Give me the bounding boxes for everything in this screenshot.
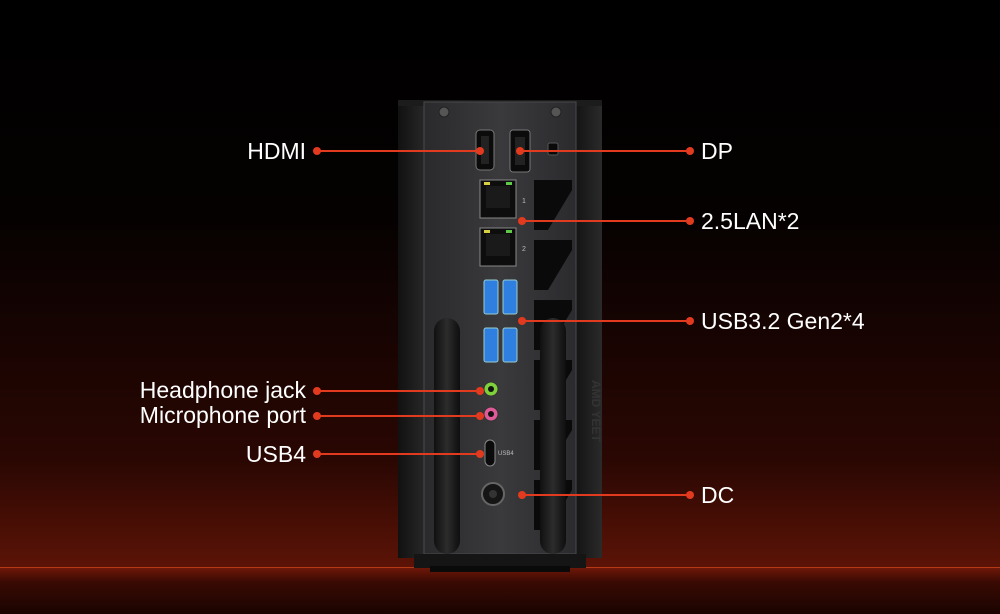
lock-slot-icon: [547, 142, 559, 156]
usb4-callout-dot: [313, 450, 321, 458]
lan-port-2-icon: [479, 227, 517, 267]
lan-label: 2.5LAN*2: [701, 208, 800, 234]
lan-target-dot: [518, 217, 526, 225]
dc-callout-dot: [686, 491, 694, 499]
lan-callout-dot: [686, 217, 694, 225]
usb4-target-dot: [476, 450, 484, 458]
hdmi-callout-line: [317, 150, 480, 152]
headphone-target-dot: [476, 387, 484, 395]
hdmi-callout-dot: [313, 147, 321, 155]
dc-target-dot: [518, 491, 526, 499]
hdmi-port-icon: [475, 129, 495, 171]
usb4-port-icon: [484, 439, 496, 467]
headphone-callout-dot: [313, 387, 321, 395]
chassis-right-side: [572, 100, 602, 558]
usb4-marking: USB4: [498, 451, 514, 457]
lan-port-1-icon: [479, 179, 517, 219]
antenna-left: [434, 318, 460, 554]
usb32-label: USB3.2 Gen2*4: [701, 308, 865, 334]
microphone-callout-dot: [313, 412, 321, 420]
hdmi-target-dot: [476, 147, 484, 155]
usb4-callout-line: [317, 453, 480, 455]
antenna-right: [540, 318, 566, 554]
side-brand-marking: AMD YEET: [589, 380, 603, 442]
dc-label: DC: [701, 482, 735, 508]
usb-a-ports-icon: [483, 279, 518, 363]
headphone-label: Headphone jack: [139, 377, 306, 403]
lan-1-marking: 1: [522, 198, 526, 205]
dp-callout-dot: [686, 147, 694, 155]
usb4-label: USB4: [245, 441, 306, 467]
chassis-left-side: [398, 100, 428, 558]
dp-callout-line: [520, 150, 690, 152]
usb32-callout-dot: [686, 317, 694, 325]
lan-2-marking: 2: [522, 246, 526, 253]
headphone-callout-line: [317, 390, 480, 392]
hdmi-label: HDMI: [247, 138, 306, 164]
microphone-label: Microphone port: [139, 402, 306, 428]
microphone-target-dot: [476, 412, 484, 420]
usb32-target-dot: [518, 317, 526, 325]
lan-callout-line: [522, 220, 690, 222]
usb32-callout-line: [522, 320, 690, 322]
dp-target-dot: [516, 147, 524, 155]
microphone-callout-line: [317, 415, 480, 417]
dc-callout-line: [522, 494, 690, 496]
dp-label: DP: [701, 138, 733, 164]
